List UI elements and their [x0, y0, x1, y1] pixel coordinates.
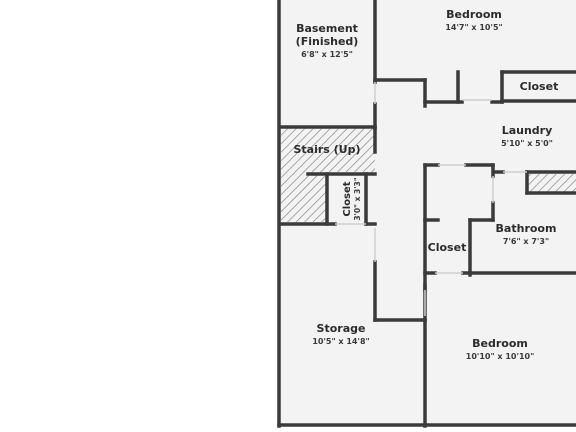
basement-name: Basement [296, 22, 358, 35]
stairs-hatch [281, 128, 375, 172]
basement-dims: 6'8" x 12'5" [301, 50, 353, 59]
storage-name: Storage [317, 322, 366, 335]
bathroom-name: Bathroom [496, 222, 557, 235]
closet-stairs-name: Closet [342, 181, 353, 216]
bedroom-bottom-name: Bedroom [472, 337, 528, 350]
storage-dims: 10'5" x 14'8" [312, 337, 369, 346]
walls [277, 0, 576, 428]
cabinet-hatch [528, 174, 576, 192]
closet-mid-name: Closet [428, 241, 467, 254]
closet-stairs-dims: 3'0" x 3'3" [353, 177, 362, 220]
stairs-name: Stairs (Up) [293, 143, 360, 156]
basement-name-2: (Finished) [296, 35, 359, 48]
bedroom-top-dims: 14'7" x 10'5" [445, 23, 502, 32]
stairs-hatch-lower [281, 172, 327, 222]
door-openings [335, 82, 527, 316]
bedroom-top-name: Bedroom [446, 8, 502, 21]
laundry-name: Laundry [502, 124, 553, 137]
closet-top-name: Closet [520, 80, 559, 93]
bathroom-dims: 7'6" x 7'3" [503, 237, 549, 246]
laundry-dims: 5'10" x 5'0" [501, 139, 553, 148]
bedroom-bottom-dims: 10'10" x 10'10" [466, 352, 535, 361]
